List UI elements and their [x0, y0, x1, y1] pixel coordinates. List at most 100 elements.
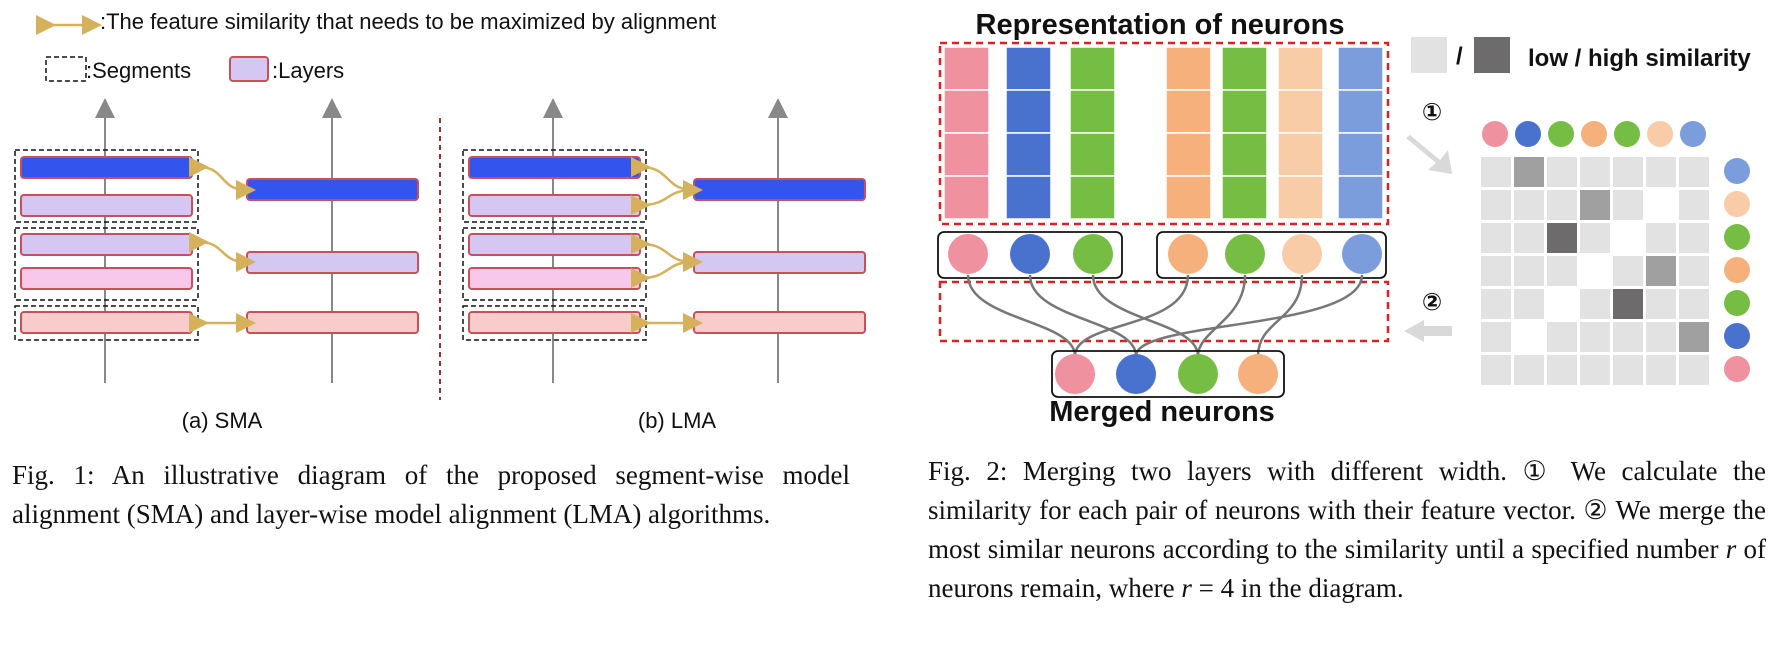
merged-neuron-circle [1178, 354, 1218, 394]
matrix-header-circle [1482, 121, 1508, 147]
matrix-header-circle [1614, 121, 1640, 147]
neuron-circle [1010, 234, 1050, 274]
step1-arrow [1406, 135, 1452, 174]
neuron-group-right [1156, 231, 1387, 279]
neuron-feature-cell [1337, 132, 1384, 177]
similarity-cell [1679, 223, 1709, 253]
similarity-cell [1514, 289, 1544, 319]
matrix-header-circle [1515, 121, 1541, 147]
similarity-cell [1547, 355, 1577, 385]
neuron-columns [943, 46, 1384, 220]
layer [246, 251, 419, 274]
similarity-cell [1514, 355, 1544, 385]
matrix-header-circle [1647, 121, 1673, 147]
layer [20, 267, 193, 290]
legend-alignment-text: :The feature similarity that needs to be… [100, 9, 716, 34]
layer [20, 311, 193, 334]
similarity-cell [1679, 190, 1709, 220]
matrix-row-circle [1724, 191, 1750, 217]
merged-neuron-circle [1055, 354, 1095, 394]
legend-low-swatch [1411, 37, 1447, 73]
step2-marker: ② [1422, 288, 1442, 316]
similarity-cell [1514, 190, 1544, 220]
similarity-cell [1613, 157, 1643, 187]
neuron-circles [948, 234, 1382, 274]
panel-a-label: (a) SMA [182, 408, 263, 433]
layer [468, 233, 641, 256]
neuron-circle [1282, 234, 1322, 274]
similarity-cell [1613, 256, 1643, 286]
similarity-cell [1613, 322, 1643, 352]
similarity-cell [1580, 223, 1610, 253]
similarity-matrix [1481, 157, 1709, 385]
alignment-arrow [630, 188, 694, 216]
neuron-feature-cell [1005, 46, 1052, 91]
matrix-header-circle [1581, 121, 1607, 147]
legend-segments-text: :Segments [86, 58, 191, 83]
matrix-header-circle [1548, 121, 1574, 147]
alignment-arrow [630, 233, 703, 272]
similarity-cell [1514, 223, 1544, 253]
neuron-feature-cell [1277, 46, 1324, 91]
neuron-feature-cell [1069, 46, 1116, 91]
neuron-feature-cell [1221, 46, 1268, 91]
neuron-circle [1342, 234, 1382, 274]
merge-connections [966, 274, 1364, 357]
layer [20, 156, 193, 179]
layer [20, 233, 193, 256]
caption2-part1: Fig. 2: Merging two layers with differen… [928, 456, 1766, 564]
alignment-arrow [630, 260, 694, 289]
similarity-cell [1613, 355, 1643, 385]
legend-high-swatch [1474, 37, 1510, 73]
legend-slash: / [1456, 43, 1463, 70]
caption2-eq-r: r [1181, 573, 1192, 603]
legend-alignment: :The feature similarity that needs to be… [36, 9, 716, 35]
fig2: Representation of neurons Merged neurons… [937, 9, 1751, 428]
similarity-cell [1547, 157, 1577, 187]
fig2-title-top: Representation of neurons [976, 9, 1345, 41]
similarity-cell [1646, 256, 1676, 286]
caption2-eq-rest: = 4 [1191, 573, 1235, 603]
caption2-part3: in the diagram. [1234, 573, 1404, 603]
panel-sma: (a) SMA [14, 98, 419, 433]
neuron-feature-cell [1277, 89, 1324, 134]
neuron-feature-cell [1221, 132, 1268, 177]
layer [468, 267, 641, 290]
similarity-cell [1481, 190, 1511, 220]
matrix-row-circle [1724, 158, 1750, 184]
layer [693, 178, 866, 201]
neuron-feature-cell [1005, 175, 1052, 220]
neuron-feature-cell [1221, 175, 1268, 220]
matrix-row-circles [1724, 158, 1750, 382]
legend-text: low / high similarity [1528, 45, 1751, 72]
step1-marker: ① [1422, 98, 1442, 126]
neuron-feature-cell [1337, 89, 1384, 134]
neuron-feature-cell [1337, 46, 1384, 91]
similarity-cell [1646, 289, 1676, 319]
similarity-cell [1547, 322, 1577, 352]
similarity-cell [1547, 256, 1577, 286]
neuron-feature-cell [943, 175, 990, 220]
similarity-cell [1481, 322, 1511, 352]
neuron-feature-cell [1221, 89, 1268, 134]
merged-neuron-circle [1116, 354, 1156, 394]
neuron-circle [948, 234, 988, 274]
alignment-arrow [630, 156, 703, 200]
merged-neuron-circle [1238, 354, 1278, 394]
representation-box [938, 41, 1390, 226]
similarity-cell [1580, 289, 1610, 319]
figure-1-caption: Fig. 1: An illustrative diagram of the p… [12, 460, 850, 529]
neuron-circle [1168, 234, 1208, 274]
similarity-cell [1613, 190, 1643, 220]
matrix-row-circle [1724, 257, 1750, 283]
layer [246, 311, 419, 334]
similarity-cell [1514, 256, 1544, 286]
neuron-feature-cell [1069, 89, 1116, 134]
step2-arrow [1404, 320, 1452, 342]
neuron-feature-cell [1069, 175, 1116, 220]
merge-box [938, 280, 1390, 343]
similarity-cell [1646, 223, 1676, 253]
layer [468, 311, 641, 334]
layer [693, 251, 866, 274]
alignment-arrow [188, 231, 256, 272]
